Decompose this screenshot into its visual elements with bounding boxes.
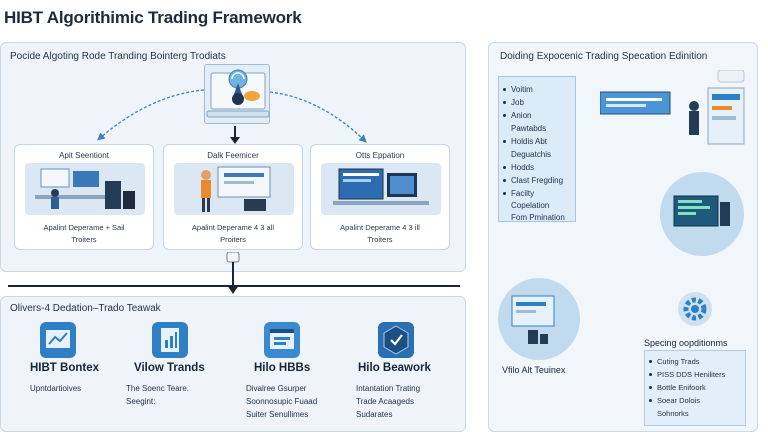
card-apit-seentiont: Apit Seentiont Apalint Deperame + Sail T…	[14, 144, 154, 250]
list-item: Clast Fregding	[511, 176, 564, 185]
card-title: Apit Seentiont	[59, 151, 109, 160]
column-title: HIBT Bontex	[30, 362, 99, 374]
column-line: Suiter Senullimes	[246, 410, 309, 419]
spec-item: Bottle Enifoork	[657, 383, 706, 392]
card-title: Dalk Feemicer	[207, 151, 259, 160]
hub-down-arrow	[230, 126, 240, 144]
bullet	[649, 373, 652, 376]
bullet	[503, 101, 506, 104]
terminal-circle	[660, 172, 744, 256]
presenter-illustration	[174, 163, 294, 215]
list-item: Anion	[511, 111, 532, 120]
spec-item: Cuting Trads	[657, 357, 700, 366]
section-divider	[8, 285, 460, 287]
page-title: HIBT Algorithimic Trading Framework	[4, 8, 302, 27]
column-line: Intantation Trating	[356, 384, 421, 393]
spec-item: Soear Dolois	[657, 396, 700, 405]
column-line: Upntdartioives	[30, 384, 82, 393]
office-desk-illustration	[25, 163, 145, 215]
column-line: Sudarates	[356, 410, 393, 419]
card-dalk-feemicer: Dalk Feemicer Apalint Deperame 4 3 all P…	[163, 144, 303, 250]
monitors-illustration	[321, 163, 441, 215]
card-line: Apalint Deperame 4 3 ill	[340, 223, 420, 232]
column-title: Hilo HBBs	[254, 362, 311, 374]
list-item: Copelation	[511, 201, 550, 210]
chart-window-icon	[40, 322, 76, 358]
dedation-panel-title: Olivers-4 Dedation–Trado Teawak	[10, 303, 161, 314]
laptop-hub-icon	[204, 64, 270, 124]
bullet	[503, 114, 506, 117]
column-line: Soonnosupic Fuaad	[246, 397, 318, 406]
list-item: Facilty	[511, 189, 535, 198]
card-line: Troiters	[367, 235, 393, 244]
card-line: Apalint Deperame + Sail	[43, 223, 125, 232]
chat-window-circle	[498, 278, 580, 360]
dedation-panel	[0, 296, 466, 432]
list-item: Pawtabds	[511, 124, 547, 133]
bullet	[649, 360, 652, 363]
hexagon-shield-icon	[378, 322, 414, 358]
column-line: Seegint:	[126, 397, 156, 406]
list-item: Job	[511, 98, 524, 107]
bullet	[649, 399, 652, 402]
list-item: Deguatchis	[511, 150, 552, 159]
bullet	[503, 192, 506, 195]
section-down-arrow	[226, 252, 240, 294]
spec-list: Cuting Trads PISS DDS Heniliters Bottle …	[644, 350, 746, 426]
document-chart-icon	[152, 322, 188, 358]
bullet	[649, 386, 652, 389]
bullet	[503, 140, 506, 143]
list-item: Voitim	[511, 85, 533, 94]
algorithm-panel-title: Pocide Algoting Rode Tranding Bointerg T…	[10, 51, 226, 62]
list-item: Fom Pmination	[511, 213, 565, 222]
card-line: Apalint Deperame 4 3 all	[191, 223, 275, 232]
browser-window-icon	[264, 322, 300, 358]
card-line: Troiters	[71, 235, 97, 244]
bullet	[503, 88, 506, 91]
analyst-illustration	[599, 69, 750, 154]
feature-list: Voitim Job Anion Pawtabds Holdis Abt Deg…	[498, 76, 576, 222]
specation-panel-title: Doiding Expocenic Trading Specation Edin…	[500, 51, 708, 62]
column-line: The Soenc Teare.	[126, 384, 190, 393]
card-title: Otts Eppation	[355, 151, 405, 160]
spec-item: PISS DDS Heniliters	[657, 370, 726, 379]
bullet	[503, 166, 506, 169]
bullet	[503, 179, 506, 182]
gear-icon	[676, 290, 714, 328]
chat-window-caption: Vfilo Alt Teuinex	[502, 365, 566, 375]
card-line: Proiters	[220, 235, 246, 244]
column-line: Trade Acaageds	[356, 397, 414, 406]
list-item: Holdis Abt	[511, 137, 548, 146]
column-title: Vilow Trands	[134, 362, 205, 374]
spec-title: Specing oopditionms	[644, 338, 728, 348]
column-title: Hilo Beawork	[358, 362, 431, 374]
spec-item: Sohnorks	[657, 409, 689, 418]
column-line: Divalree Gsurper	[246, 384, 307, 393]
list-item: Hodds	[511, 163, 535, 172]
card-otts-eppation: Otts Eppation Apalint Deperame 4 3 ill T…	[310, 144, 450, 250]
